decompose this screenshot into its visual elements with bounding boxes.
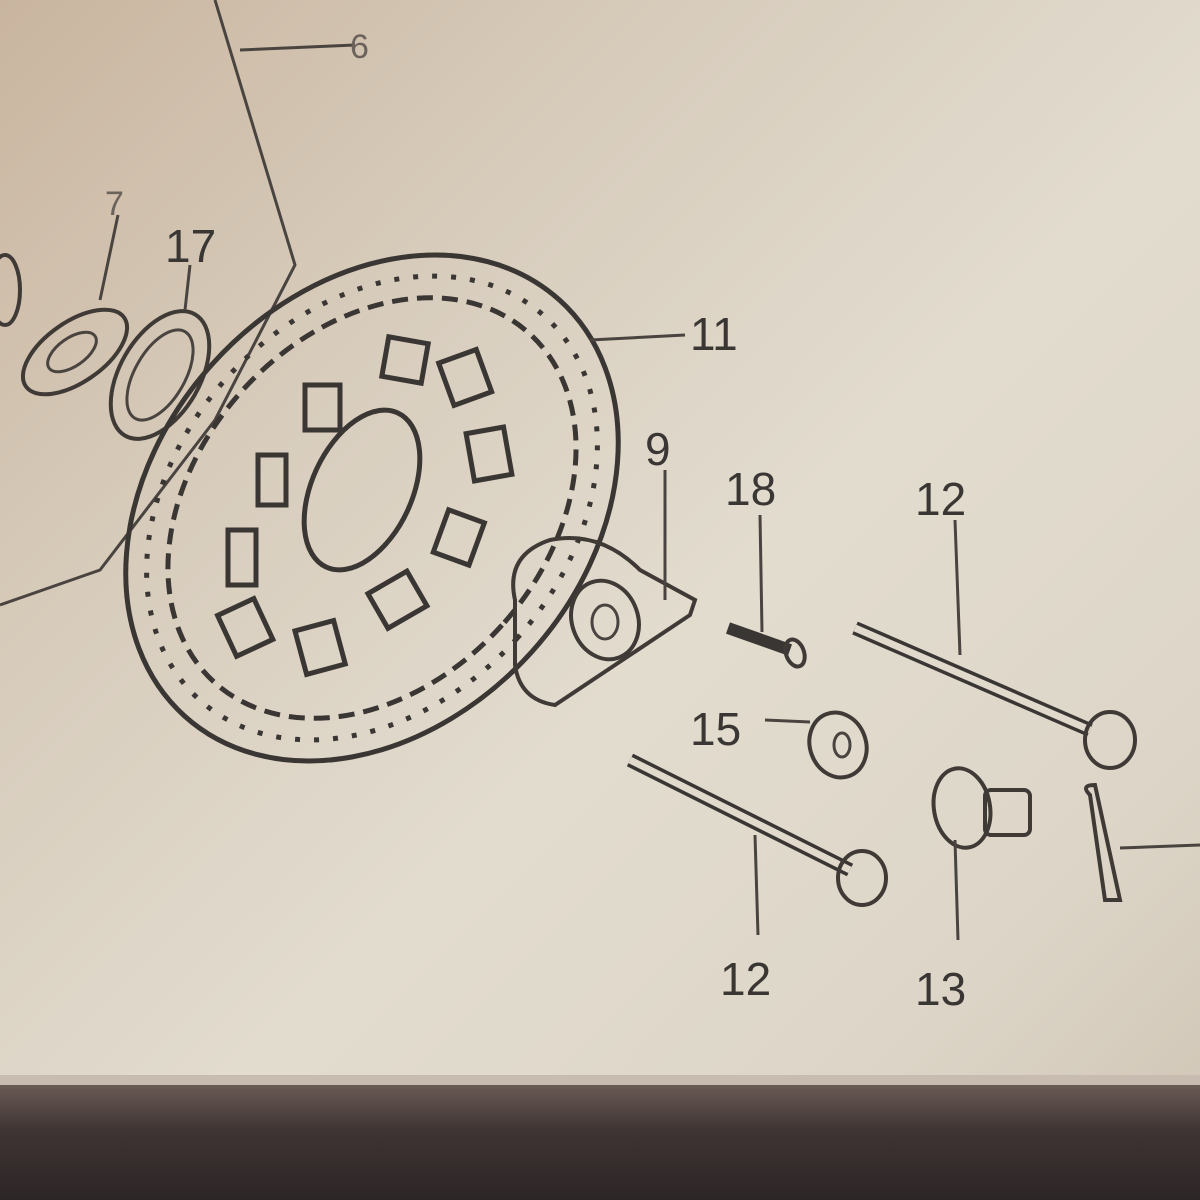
callout-6: 6 xyxy=(350,28,369,66)
callout-9: 9 xyxy=(645,423,671,475)
callout-17: 17 xyxy=(165,220,216,272)
callout-7: 7 xyxy=(105,185,124,223)
callout-12-upper: 12 xyxy=(915,473,966,525)
callout-12-lower: 12 xyxy=(720,953,771,1005)
background-surface xyxy=(0,1085,1200,1200)
callout-18: 18 xyxy=(725,463,776,515)
part-15-washer xyxy=(764,710,869,780)
part-7-bracket xyxy=(20,214,130,397)
cotter-pin xyxy=(1084,782,1200,902)
part-12-bolt-upper xyxy=(852,519,1137,770)
part-12-bolt-lower xyxy=(626,753,888,936)
part-9-speedometer-gearbox xyxy=(511,470,698,708)
callout-15: 15 xyxy=(690,703,741,755)
assembly-frame-lines xyxy=(0,0,356,607)
callout-13: 13 xyxy=(915,963,966,1015)
part-17-bearing xyxy=(108,264,212,441)
part-10-partial xyxy=(0,253,22,327)
part-11-brake-disc xyxy=(123,252,686,764)
callout-11: 11 xyxy=(690,308,738,360)
part-18-screw xyxy=(725,514,807,669)
part-13-castle-nut xyxy=(931,766,1032,941)
